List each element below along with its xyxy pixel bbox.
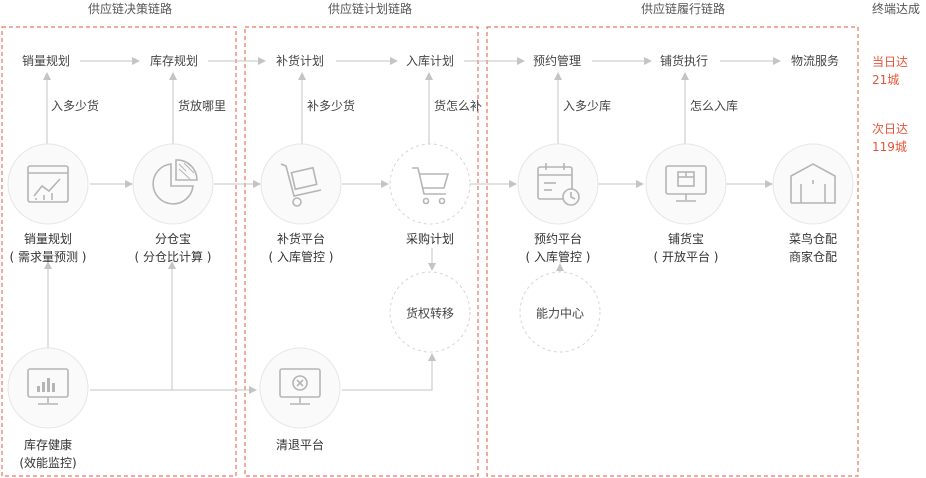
node-booking-platform-label: 预约平台( 入库管控 ) xyxy=(525,232,591,264)
question-how-much-replenish: 补多少货 xyxy=(307,99,356,113)
booking-platform-node-circle xyxy=(517,143,599,225)
monitor-bars-icon xyxy=(27,368,69,405)
top-distribution-exec: 铺货执行 xyxy=(659,54,709,68)
capability-center-text: 能力中心 xyxy=(535,306,585,321)
question-where-stock: 货放哪里 xyxy=(178,99,227,113)
capability-center-circle xyxy=(519,271,601,353)
sales-chart-icon xyxy=(27,165,69,203)
monitor-close-icon xyxy=(279,368,321,405)
section-title-fulfillment: 供应链履行链路 xyxy=(640,2,726,16)
question-how-replenish: 货怎么补 xyxy=(434,99,483,113)
top-inventory-plan: 库存规划 xyxy=(149,54,199,68)
planning-section-box xyxy=(244,26,479,477)
replenish-platform-node-circle xyxy=(260,143,342,225)
node-cainiao-label: 菜鸟仓配商家仓配 xyxy=(788,232,838,264)
node-split-warehouse-label: 分仓宝( 分仓比计算 ) xyxy=(134,232,212,264)
goods-transfer-text: 货权转移 xyxy=(405,306,455,321)
section-title-decision: 供应链决策链路 xyxy=(87,2,173,16)
top-booking-mgmt: 预约管理 xyxy=(532,54,582,68)
warehouse-icon xyxy=(790,163,836,204)
node-purchase-plan-label: 采购计划 xyxy=(405,232,455,246)
question-how-warehouse: 怎么入库 xyxy=(690,99,739,113)
shopping-cart-icon xyxy=(412,167,450,205)
node-distribution-bao-label: 铺货宝( 开放平台 ) xyxy=(653,232,719,264)
pie-chart-icon xyxy=(152,159,198,205)
section-title-endpoint: 终端达成 xyxy=(871,2,921,16)
node-sales-plan-label: 销量规划( 需求量预测 ) xyxy=(9,232,87,264)
node-clearance-platform-label: 清退平台 xyxy=(275,438,325,452)
top-replenish-plan: 补货计划 xyxy=(275,54,325,68)
top-sales-plan: 销量规划 xyxy=(21,54,71,68)
distribution-bao-node-circle xyxy=(645,143,727,225)
bar-chart-icon xyxy=(37,378,55,392)
top-inbound-plan: 入库计划 xyxy=(405,54,455,68)
purchase-plan-node-circle xyxy=(389,143,471,225)
hand-truck-icon xyxy=(280,163,322,207)
node-inventory-health-label: 库存健康(效能监控) xyxy=(19,438,77,470)
clearance-platform-node-circle xyxy=(259,347,341,429)
split-warehouse-node-circle xyxy=(132,143,214,225)
calendar-clock-icon xyxy=(537,163,580,206)
monitor-box-icon xyxy=(665,165,707,202)
section-title-planning: 供应链计划链路 xyxy=(327,2,413,16)
fulfillment-section-box xyxy=(486,26,859,477)
top-row-arrows xyxy=(43,57,781,394)
question-how-much-in: 入多少货 xyxy=(51,99,100,113)
goods-transfer-circle xyxy=(389,271,471,353)
top-logistics-service: 物流服务 xyxy=(790,54,840,68)
sales-plan-node-circle xyxy=(7,143,89,225)
decision-section-box xyxy=(1,26,237,477)
question-how-much-warehouse: 入多少库 xyxy=(563,99,612,113)
node-replenish-platform-label: 补货平台( 入库管控 ) xyxy=(268,232,334,264)
